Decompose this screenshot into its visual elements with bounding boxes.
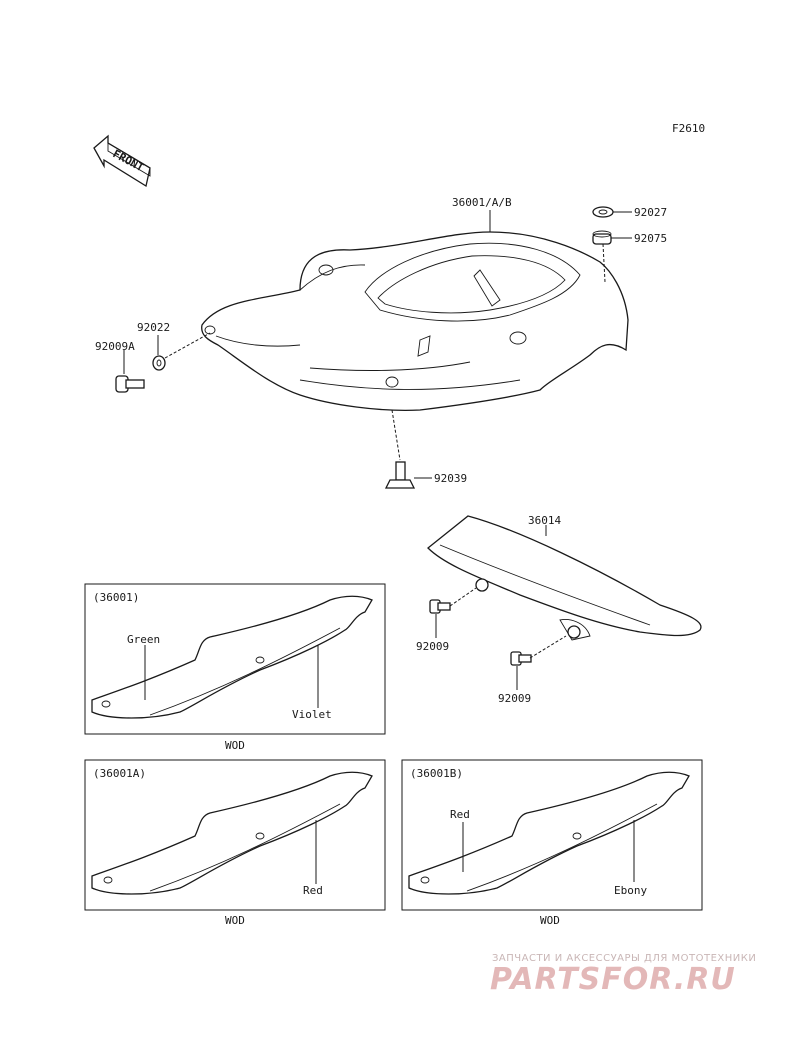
variant-color-ebony: Ebony xyxy=(614,884,647,897)
bolt-92009-a-icon xyxy=(429,599,451,614)
label-92009-b: 92009 xyxy=(498,692,531,705)
variant-footer: WOD xyxy=(225,914,245,927)
label-36001AB: 36001/A/B xyxy=(452,196,512,209)
variant-color-green: Green xyxy=(127,633,160,646)
watermark-brand: PARTSFOR.RU xyxy=(490,962,736,997)
label-92009-a: 92009 xyxy=(416,640,449,653)
washer-92022-icon xyxy=(152,355,166,371)
front-arrow-icon: FRONT xyxy=(93,134,151,188)
variant-color-red: Red xyxy=(303,884,323,897)
variant-code: (36001A) xyxy=(93,767,146,780)
variant-code: (36001B) xyxy=(410,767,463,780)
variant-code: (36001) xyxy=(93,591,139,604)
label-92027: 92027 xyxy=(634,206,667,219)
grommet-92027-icon xyxy=(592,206,614,218)
label-92039: 92039 xyxy=(434,472,467,485)
label-92022: 92022 xyxy=(137,321,170,334)
clip-92039-icon xyxy=(384,461,416,489)
variant-footer: WOD xyxy=(540,914,560,927)
label-36014: 36014 xyxy=(528,514,561,527)
variant-box-36001A: (36001A) Red xyxy=(84,759,386,911)
seat-cover-part xyxy=(201,231,629,411)
bolt-92009A-icon xyxy=(115,375,145,393)
variant-color-violet: Violet xyxy=(292,708,332,721)
bolt-92009-b-icon xyxy=(510,651,532,666)
variant-footer: WOD xyxy=(225,739,245,752)
watermark-subtitle: ЗАПЧАСТИ И АКСЕССУАРЫ ДЛЯ МОТОТЕХНИКИ xyxy=(492,953,757,964)
variant-box-36001B: (36001B) Red Ebony xyxy=(401,759,703,911)
figure-code: F2610 xyxy=(672,122,705,135)
variant-box-36001: (36001) Green Violet xyxy=(84,583,386,735)
variant-color-red: Red xyxy=(450,808,470,821)
side-strip-36014-part xyxy=(427,515,702,641)
label-92009A: 92009A xyxy=(95,340,135,353)
label-92075: 92075 xyxy=(634,232,667,245)
grommet-92075-icon xyxy=(592,230,612,245)
